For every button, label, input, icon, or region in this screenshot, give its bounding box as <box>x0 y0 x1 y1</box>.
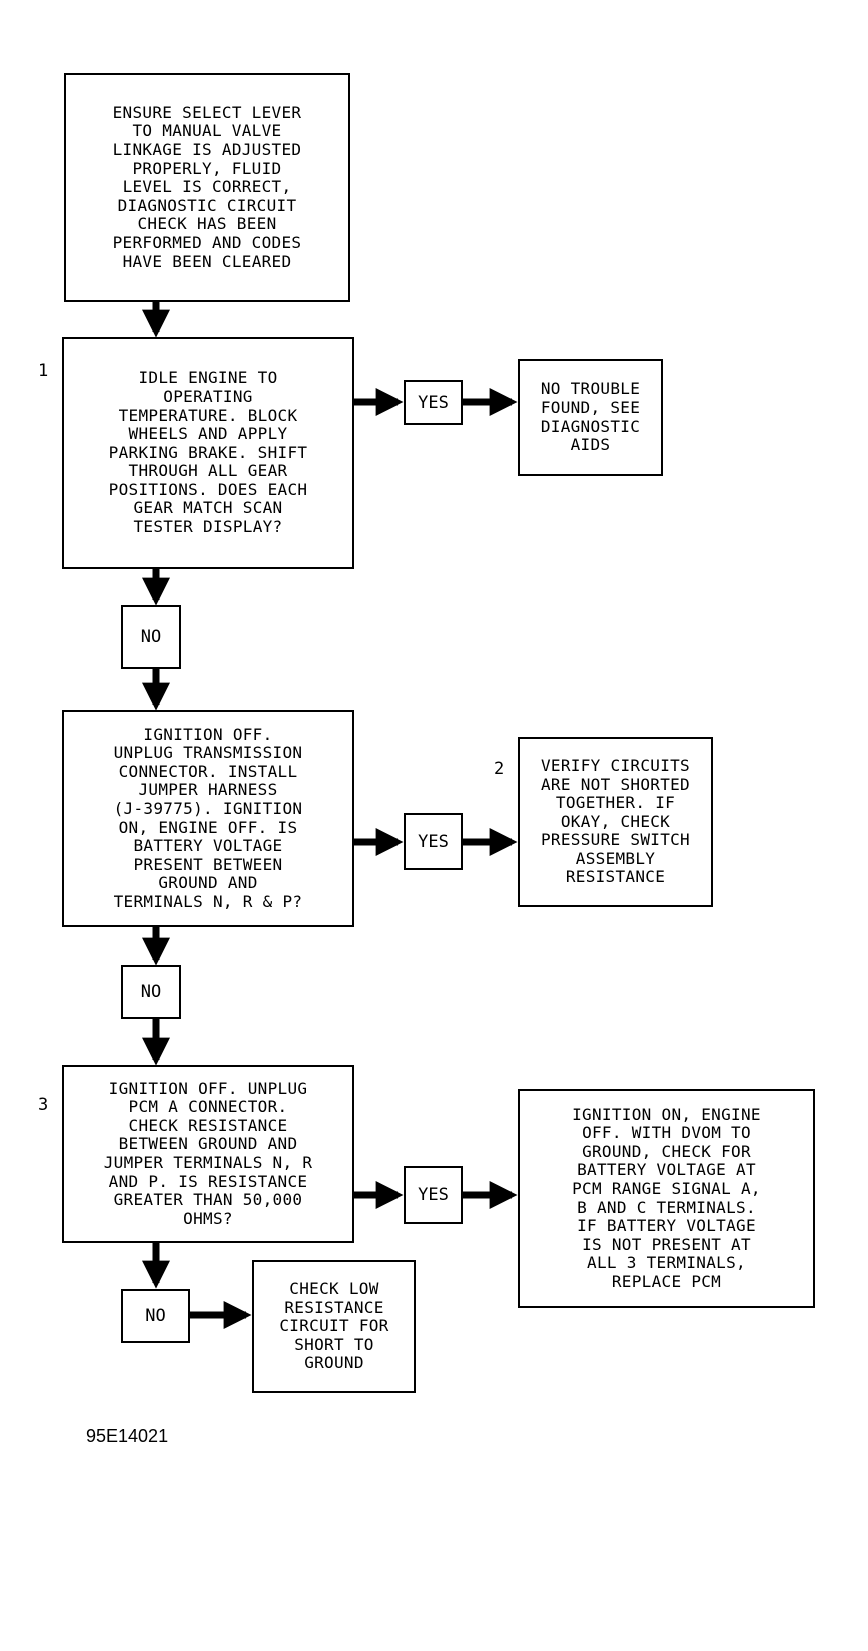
start-text: ENSURE SELECT LEVER TO MANUAL VALVE LINK… <box>112 102 302 271</box>
step2-question: IGNITION OFF. UNPLUG TRANSMISSION CONNEC… <box>113 724 303 911</box>
step1-yes-box: YES <box>404 380 463 425</box>
step3-no-result: CHECK LOW RESISTANCE CIRCUIT FOR SHORT T… <box>279 1279 389 1373</box>
step3-no-result-box: CHECK LOW RESISTANCE CIRCUIT FOR SHORT T… <box>252 1260 416 1393</box>
step2-yes-result: VERIFY CIRCUITS ARE NOT SHORTED TOGETHER… <box>541 755 690 887</box>
step3-yes-label: YES <box>418 1185 449 1205</box>
step1-question-box: IDLE ENGINE TO OPERATING TEMPERATURE. BL… <box>62 337 354 569</box>
step2-yes-result-box: VERIFY CIRCUITS ARE NOT SHORTED TOGETHER… <box>518 737 713 907</box>
step2-no-label: NO <box>140 982 162 1002</box>
step1-no-box: NO <box>121 605 181 669</box>
start-box: ENSURE SELECT LEVER TO MANUAL VALVE LINK… <box>64 73 350 302</box>
step3-no-box: NO <box>121 1289 190 1343</box>
step3-no-label: NO <box>145 1306 166 1326</box>
step1-yes-label: YES <box>418 392 449 413</box>
step3-yes-result: IGNITION ON, ENGINE OFF. WITH DVOM TO GR… <box>572 1104 761 1291</box>
step3-yes-box: YES <box>404 1166 463 1224</box>
step3-yes-result-box: IGNITION ON, ENGINE OFF. WITH DVOM TO GR… <box>518 1089 815 1308</box>
step2-number: 2 <box>494 759 505 779</box>
step1-question: IDLE ENGINE TO OPERATING TEMPERATURE. BL… <box>108 368 308 537</box>
step2-yes-box: YES <box>404 813 463 870</box>
step2-question-box: IGNITION OFF. UNPLUG TRANSMISSION CONNEC… <box>62 710 354 927</box>
step1-no-label: NO <box>140 627 162 647</box>
step2-yes-label: YES <box>418 831 449 852</box>
step1-number: 1 <box>38 361 49 381</box>
step3-question: IGNITION OFF. UNPLUG PCM A CONNECTOR. CH… <box>103 1078 313 1228</box>
step3-number: 3 <box>38 1095 49 1115</box>
step1-yes-result: NO TROUBLE FOUND, SEE DIAGNOSTIC AIDS <box>540 379 641 455</box>
figure-id: 95E14021 <box>86 1426 169 1446</box>
step1-yes-result-box: NO TROUBLE FOUND, SEE DIAGNOSTIC AIDS <box>518 359 663 476</box>
step3-question-box: IGNITION OFF. UNPLUG PCM A CONNECTOR. CH… <box>62 1065 354 1243</box>
step2-no-box: NO <box>121 965 181 1019</box>
